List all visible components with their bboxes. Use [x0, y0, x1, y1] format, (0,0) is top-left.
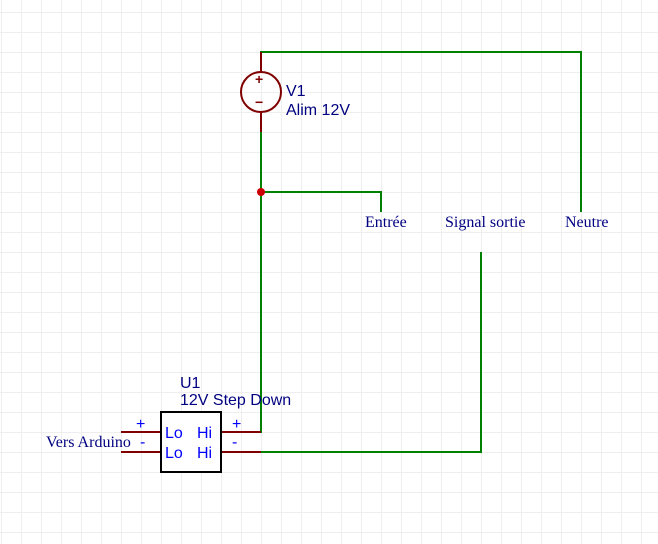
junction-dot [257, 188, 265, 196]
v1-value-label: Alim 12V [286, 102, 350, 119]
net-label-entree: Entrée [365, 214, 407, 231]
u1-sign-left-plus: + [136, 416, 145, 433]
net-label-vers-arduino: Vers Arduino [46, 434, 131, 451]
u1-pin-label-lo-top: Lo [165, 425, 183, 442]
u1-pin-label-hi-top: Hi [197, 425, 212, 442]
v1-body [240, 71, 282, 113]
u1-pin-label-hi-bottom: Hi [197, 445, 212, 462]
wire-entree[interactable] [261, 191, 382, 212]
u1-pin-label-lo-bottom: Lo [165, 445, 183, 462]
u1-sign-right-minus: - [232, 434, 237, 451]
u1-sign-left-minus: - [140, 434, 145, 451]
v1-plus-sign: + [255, 71, 263, 87]
u1-sign-right-plus: + [232, 416, 241, 433]
net-label-signal-sortie: Signal sortie [445, 214, 525, 231]
u1-value-label: 12V Step Down [180, 392, 291, 409]
wire-signal-sortie[interactable] [261, 252, 482, 453]
u1-ref-label: U1 [180, 375, 201, 392]
net-label-neutre: Neutre [565, 214, 609, 231]
wire-main-vertical[interactable] [241, 132, 262, 433]
step-down-u1[interactable]: U1 12V Step Down Lo Hi Lo Hi + - + - [121, 375, 291, 473]
v1-minus-sign: − [255, 94, 263, 110]
voltage-source-v1[interactable]: + − V1 Alim 12V [240, 52, 350, 132]
v1-ref-label: V1 [286, 83, 306, 100]
u1-body [160, 411, 222, 473]
